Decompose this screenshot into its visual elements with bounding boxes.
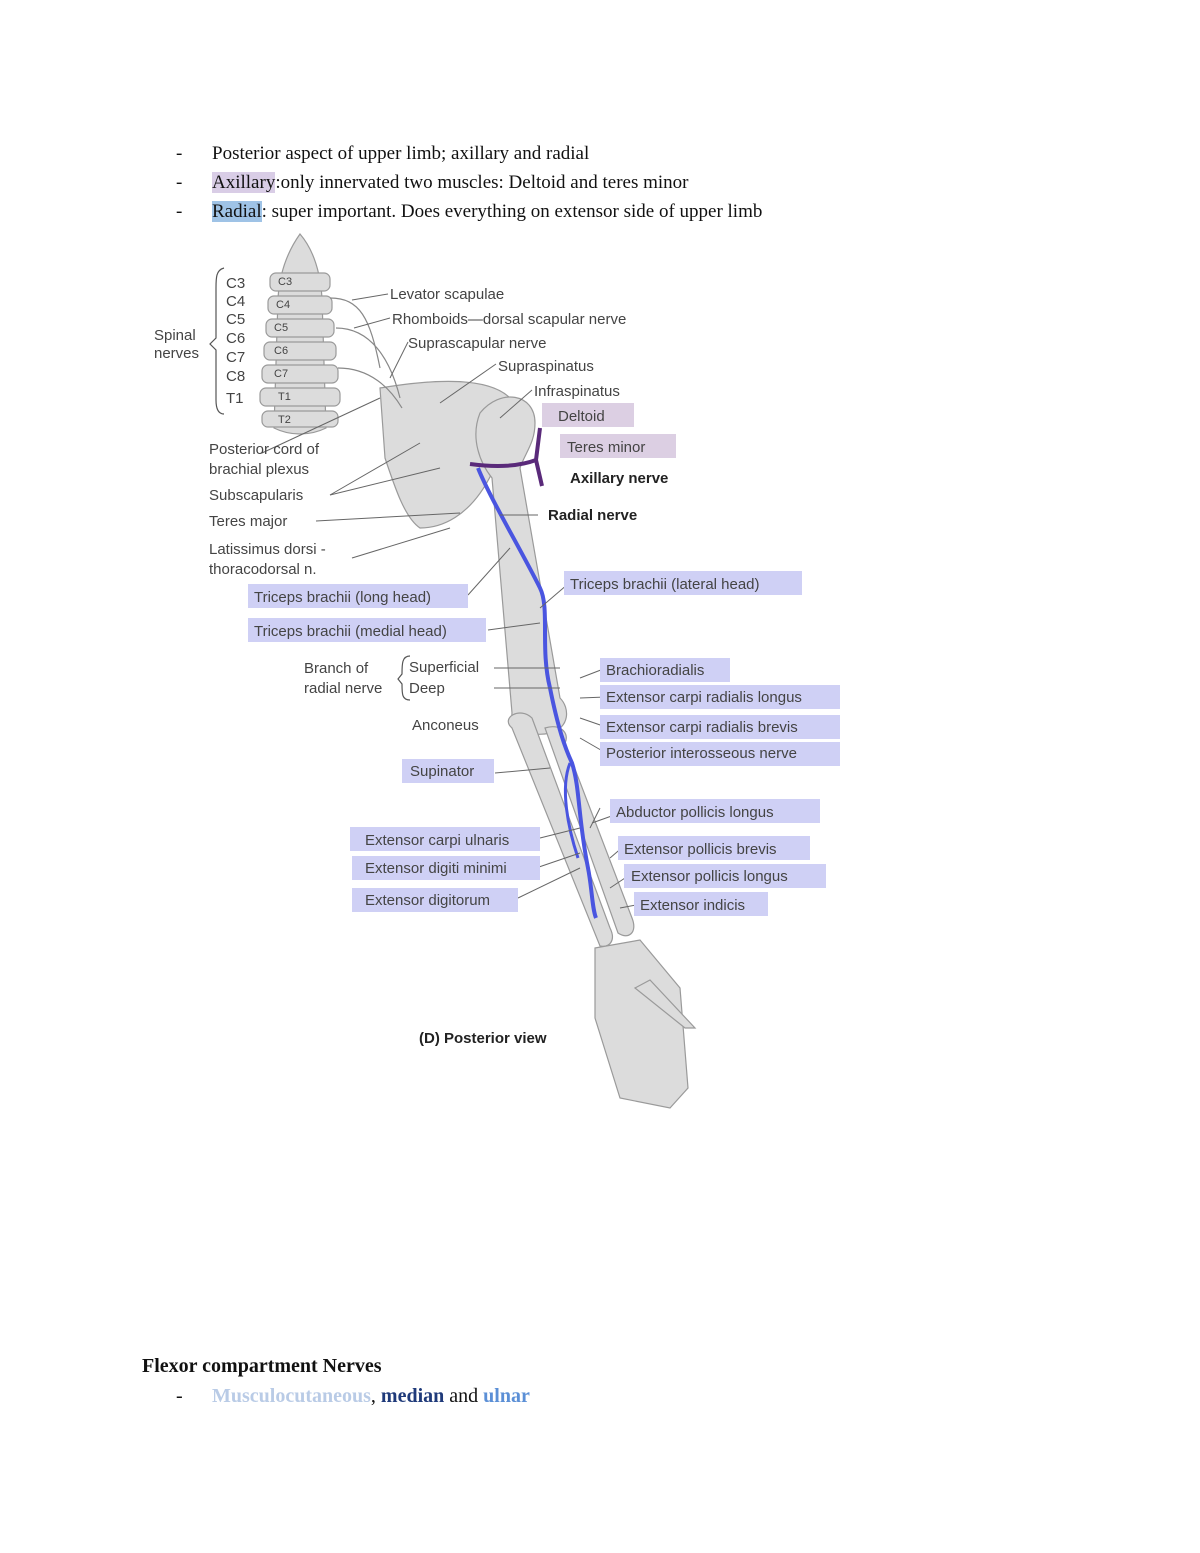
ed-highlight — [352, 888, 518, 912]
bullet-item: - Axillary:only innervated two muscles: D… — [176, 171, 689, 195]
vertebra-label: C6 — [274, 345, 288, 357]
spinal-level-label: T1 — [226, 390, 244, 407]
triceps-long-highlight — [248, 584, 468, 608]
spinal-nerves-label: nerves — [154, 345, 199, 362]
vertebra-label: T1 — [278, 391, 291, 403]
label-supraspinatus: Supraspinatus — [498, 358, 594, 375]
label-triceps-medial: Triceps brachii (medial head) — [254, 623, 447, 640]
label-ecu: Extensor carpi ulnaris — [365, 832, 509, 849]
bullet-dash: - — [176, 201, 183, 222]
comma-text: , — [370, 1385, 376, 1407]
median-text: median — [380, 1385, 445, 1407]
bullet-text: : super important. Does everything on ex… — [261, 201, 763, 222]
spinal-level-label: C6 — [226, 330, 245, 347]
posterior-upper-limb-figure: C3 C4 C5 C6 C7 C8 T1 C3 C4 C5 C6 C7 T1 T… — [154, 233, 840, 1109]
bullet-text: Posterior aspect of upper limb; axillary… — [212, 143, 590, 164]
spinal-level-label: C4 — [226, 293, 245, 310]
label-subscapularis: Subscapularis — [209, 487, 303, 504]
ecrb-highlight — [600, 715, 840, 739]
and-text: and — [449, 1385, 479, 1407]
label-axillary-nerve: Axillary nerve — [570, 470, 668, 487]
figure-caption: (D) Posterior view — [419, 1030, 547, 1047]
label-posterior-cord: Posterior cord of — [209, 441, 320, 458]
label-supinator: Supinator — [410, 763, 474, 780]
leader-lines — [261, 293, 637, 909]
label-latissimus: Latissimus dorsi - — [209, 541, 326, 558]
spinal-level-label: C7 — [226, 349, 245, 366]
spinal-level-label: C8 — [226, 368, 245, 385]
label-triceps-long: Triceps brachii (long head) — [254, 589, 431, 606]
bullet-dash: - — [176, 143, 183, 164]
section-heading: Flexor compartment Nerves — [142, 1355, 382, 1377]
radial-nerve-branch — [563, 762, 580, 859]
epl-highlight — [624, 864, 826, 888]
label-branch-radial: radial nerve — [304, 680, 382, 697]
label-teres-major: Teres major — [209, 513, 287, 530]
label-epb: Extensor pollicis brevis — [624, 841, 777, 858]
bullet-item: - Radial: super important. Does everythin… — [176, 200, 762, 224]
axillary-nerve-path — [469, 427, 544, 487]
label-latissimus: thoracodorsal n. — [209, 561, 317, 578]
spinal-level-labels: C3 C4 C5 C6 C7 C8 T1 — [226, 275, 245, 407]
radial-nerve-path — [476, 467, 598, 919]
label-apl: Abductor pollicis longus — [616, 804, 774, 821]
bullet-item: - Posterior aspect of upper limb; axillar… — [176, 142, 589, 166]
triceps-lateral-highlight — [564, 571, 802, 595]
apl-highlight — [610, 799, 820, 823]
label-teres-minor: Teres minor — [567, 439, 645, 456]
spinal-level-label: C3 — [226, 275, 245, 292]
vertebra-label: C4 — [276, 299, 290, 311]
supinator-highlight — [402, 759, 494, 783]
bullet-dash: - — [176, 172, 183, 193]
radial-highlight: Radial — [212, 201, 262, 222]
label-levator-scapulae: Levator scapulae — [390, 286, 504, 303]
label-suprascapular-nerve: Suprascapular nerve — [408, 335, 546, 352]
teres-minor-highlight — [560, 434, 676, 458]
pin-highlight — [600, 742, 840, 766]
label-deep: Deep — [409, 680, 445, 697]
bullet-dash: - — [176, 1385, 183, 1407]
label-triceps-lateral: Triceps brachii (lateral head) — [570, 576, 760, 593]
label-brachioradialis: Brachioradialis — [606, 662, 704, 679]
spinal-nerves-label: Spinal — [154, 327, 196, 344]
label-posterior-cord: brachial plexus — [209, 461, 309, 478]
vertebra-label: C3 — [278, 276, 292, 288]
label-rhomboids: Rhomboids—dorsal scapular nerve — [392, 311, 626, 328]
ulnar-text: ulnar — [483, 1385, 530, 1407]
label-deltoid: Deltoid — [558, 408, 605, 425]
label-epl: Extensor pollicis longus — [631, 868, 788, 885]
label-ei: Extensor indicis — [640, 897, 745, 914]
label-anconeus: Anconeus — [412, 717, 479, 734]
vertebra-label: C5 — [274, 322, 288, 334]
bullet-text: :only innervated two muscles: Deltoid an… — [275, 172, 689, 193]
label-radial-nerve: Radial nerve — [548, 507, 637, 524]
vertebra-label: C7 — [274, 368, 288, 380]
epb-highlight — [618, 836, 810, 860]
label-ed: Extensor digitorum — [365, 892, 490, 909]
label-pin: Posterior interosseous nerve — [606, 745, 797, 762]
label-edm: Extensor digiti minimi — [365, 860, 507, 877]
ecu-highlight — [350, 827, 540, 851]
label-ecrb: Extensor carpi radialis brevis — [606, 719, 798, 736]
deltoid-highlight — [542, 403, 634, 427]
ei-highlight — [634, 892, 768, 916]
label-infraspinatus: Infraspinatus — [534, 383, 620, 400]
triceps-medial-highlight — [248, 618, 486, 642]
label-ecrl: Extensor carpi radialis longus — [606, 689, 802, 706]
vertebra-label: T2 — [278, 414, 291, 426]
vertebra-labels: C3 C4 C5 C6 C7 T1 T2 — [274, 276, 292, 426]
bullet-item: - Musculocutaneous, median and ulnar — [176, 1384, 530, 1408]
musculocutaneous-text: Musculocutaneous — [212, 1385, 371, 1407]
skeleton-drawing — [259, 233, 697, 1109]
axillary-highlight: Axillary — [212, 172, 276, 193]
label-branch-radial: Branch of — [304, 660, 369, 677]
edm-highlight — [352, 856, 540, 880]
label-superficial: Superficial — [409, 659, 479, 676]
ecrl-highlight — [600, 685, 840, 709]
spinal-level-label: C5 — [226, 311, 245, 328]
brachioradialis-highlight — [600, 658, 730, 682]
